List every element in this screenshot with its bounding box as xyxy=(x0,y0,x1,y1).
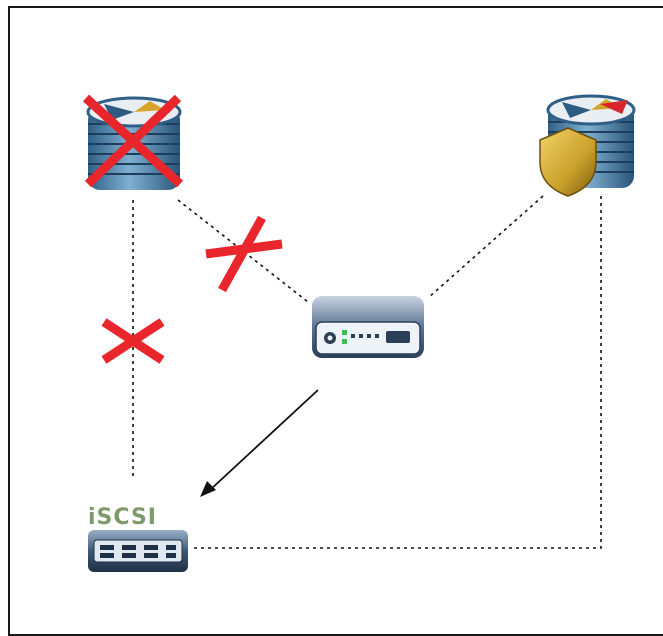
iscsi-storage-icon xyxy=(88,530,188,572)
encoder-node[interactable] xyxy=(312,296,424,358)
secondary-vrm-node[interactable] xyxy=(539,94,636,197)
recording-arrow xyxy=(209,389,319,491)
central-vrm-node[interactable] xyxy=(82,94,184,190)
arrowhead xyxy=(200,481,216,497)
network-encoder-icon xyxy=(312,296,424,358)
shield-icon xyxy=(539,127,597,197)
iscsi-storage-node[interactable]: iSCSI xyxy=(88,505,188,572)
broken-link-cross-icon xyxy=(205,215,283,293)
connection-secondary-to-iscsi xyxy=(190,196,602,549)
iscsi-label: iSCSI xyxy=(88,505,157,530)
failure-cross-icon xyxy=(82,94,184,188)
broken-link-cross-icon xyxy=(101,318,165,364)
connection-secondary-to-encoder xyxy=(427,195,544,299)
